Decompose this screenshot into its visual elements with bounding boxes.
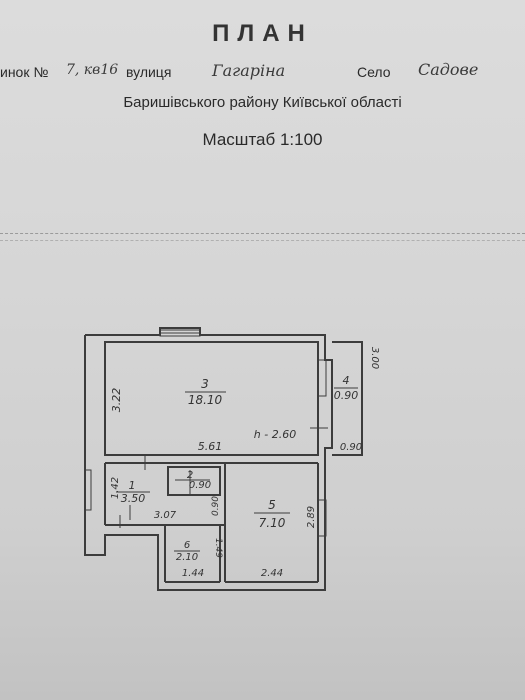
dim-room3-height: 3.22 [110, 388, 123, 413]
room-2-outline [167, 466, 221, 496]
building-number: 7, кв16 [66, 62, 119, 78]
balcony-outline [332, 341, 363, 456]
room-5-area: 7.10 [259, 516, 286, 530]
room-3-area: 18.10 [188, 393, 223, 407]
scale-line: Масштаб 1:100 [202, 130, 323, 149]
grid-line [0, 240, 525, 241]
dim-kitchen-width: 2.44 [261, 568, 283, 579]
room-4-area: 0.90 [334, 389, 359, 402]
room-6-number: 6 [184, 540, 190, 551]
plan-walls [84, 327, 363, 591]
room-5-number: 5 [268, 498, 276, 512]
entry-door [84, 469, 92, 511]
dim-bath-width: 0.90 [211, 496, 221, 516]
room-2-area: 0.90 [189, 480, 211, 491]
window-balcony [317, 359, 327, 397]
window-kitchen [317, 499, 327, 537]
room-4-number: 4 [343, 374, 350, 387]
dim-balcony-length: 3.00 [369, 347, 380, 369]
dim-balcony-width: 0.90 [340, 442, 362, 453]
room-2-number: 2 [187, 470, 193, 481]
outer-wall [84, 327, 333, 591]
dim-wc-height: 1.49 [213, 538, 223, 558]
dim-kitchen-height: 2.89 [306, 506, 317, 528]
grid-line [0, 233, 525, 234]
room-6-area: 2.10 [176, 552, 198, 563]
dim-hall-height: 1.42 [110, 477, 121, 499]
plan-openings [84, 329, 328, 537]
document-title: ПЛАН [212, 20, 313, 47]
room-3-number: 3 [201, 377, 209, 391]
dim-wc-width: 1.44 [182, 568, 204, 579]
room-1-number: 1 [129, 479, 136, 492]
address-prefix: инок № [0, 64, 49, 80]
village-label: Село [357, 64, 391, 80]
street-name: Гагаріна [212, 61, 286, 80]
room-1-area: 3.50 [121, 492, 146, 505]
street-label: вулиця [126, 64, 172, 80]
village-name: Садове [418, 60, 479, 79]
dim-room3-width: 5.61 [198, 440, 223, 453]
ceiling-height: h - 2.60 [254, 428, 296, 441]
district-line: Баришівського району Київської області [123, 94, 402, 111]
dim-hall-width: 3.07 [154, 510, 177, 521]
room-3-outline [104, 341, 319, 456]
